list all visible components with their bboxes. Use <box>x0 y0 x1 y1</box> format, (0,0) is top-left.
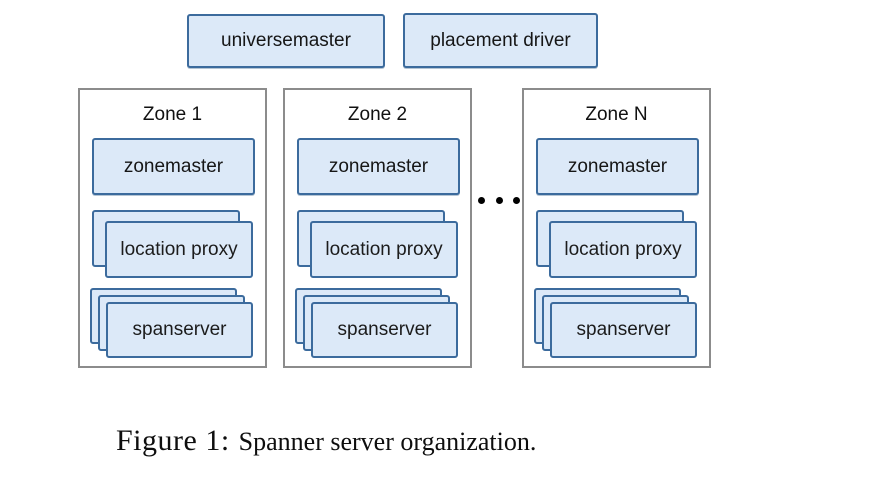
zone-panel-1: Zone 1 zonemaster location proxy spanser… <box>78 88 267 368</box>
location-proxy-label: location proxy <box>325 238 443 260</box>
zonemaster-label: zonemaster <box>328 155 429 177</box>
zonemaster-label: zonemaster <box>123 155 224 177</box>
zonemaster-box: zonemaster <box>92 138 255 195</box>
zone-title: Zone 2 <box>347 104 408 125</box>
zonemaster-box: zonemaster <box>297 138 460 195</box>
location-proxy-stack: location proxy <box>297 210 460 279</box>
spanserver-label: spanserver <box>576 319 671 341</box>
spanserver-stack: spanserver <box>295 288 460 359</box>
zone-title: Zone 1 <box>142 104 203 125</box>
zone-title: Zone N <box>585 104 648 125</box>
placement-driver-label: placement driver <box>430 29 571 51</box>
zonemaster-label: zonemaster <box>567 155 668 177</box>
caption-label: Figure 1: <box>116 424 230 457</box>
placement-driver-box: placement driver <box>403 13 598 68</box>
spanserver-box: spanserver <box>550 302 697 358</box>
caption-text: Spanner server organization. <box>238 427 537 456</box>
location-proxy-label: location proxy <box>120 238 238 260</box>
spanserver-label: spanserver <box>132 319 227 341</box>
location-proxy-stack: location proxy <box>536 210 699 279</box>
spanserver-label: spanserver <box>337 319 432 341</box>
dot <box>478 196 485 204</box>
zone-panel-2: Zone 2 zonemaster location proxy spanser… <box>283 88 472 368</box>
spanserver-box: spanserver <box>311 302 458 358</box>
location-proxy-box: location proxy <box>310 221 458 278</box>
zone-panel-n: Zone N zonemaster location proxy spanser… <box>522 88 711 368</box>
dot <box>513 196 520 204</box>
ellipsis-icon <box>478 193 520 207</box>
location-proxy-box: location proxy <box>549 221 697 278</box>
figure-caption: Figure 1: Spanner server organization. <box>116 424 536 458</box>
zonemaster-box: zonemaster <box>536 138 699 195</box>
location-proxy-label: location proxy <box>564 238 682 260</box>
spanserver-box: spanserver <box>106 302 253 358</box>
location-proxy-box: location proxy <box>105 221 253 278</box>
dot <box>495 196 503 204</box>
spanserver-stack: spanserver <box>90 288 255 359</box>
universemaster-label: universemaster <box>221 30 351 52</box>
spanserver-stack: spanserver <box>534 288 699 359</box>
universemaster-box: universemaster <box>187 14 385 68</box>
location-proxy-stack: location proxy <box>92 210 255 279</box>
